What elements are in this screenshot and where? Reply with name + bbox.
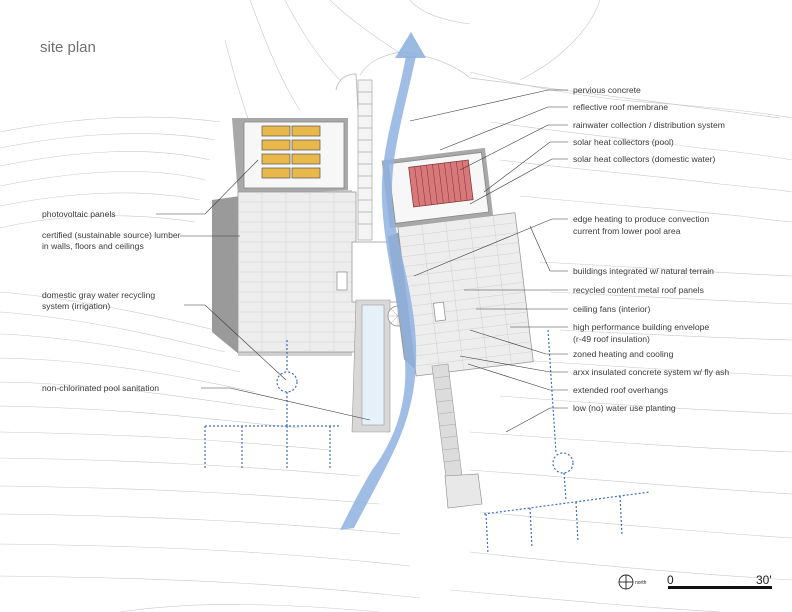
label-solar-pool: solar heat collectors (pool): [573, 137, 674, 147]
label-edge-heating-cont: current from lower pool area: [573, 226, 681, 236]
label-planting: low (no) water use planting: [573, 403, 676, 413]
label-envelope-cont: (r-49 roof insulation): [573, 334, 650, 344]
scale-bar: 0 30': [667, 573, 772, 589]
label-buildings-terrain: buildings integrated w/ natural terrain: [573, 266, 714, 276]
pool: [351, 299, 409, 433]
label-zoned-heating: zoned heating and cooling: [573, 349, 674, 359]
label-envelope: high performance building envelope: [573, 322, 709, 332]
label-gray-water: domestic gray water recycling: [42, 290, 155, 300]
label-certified-lumber-cont: in walls, floors and ceilings: [42, 241, 144, 251]
photovoltaic-array: [261, 125, 321, 179]
left-annotations: photovoltaic panels certified (sustainab…: [42, 209, 181, 393]
label-gray-water-cont: system (irrigation): [42, 301, 110, 311]
label-rainwater: rainwater collection / distribution syst…: [573, 120, 725, 130]
page-title: site plan: [40, 39, 96, 56]
right-leader-lines: [409, 89, 568, 433]
irrigation-system-left: [204, 340, 340, 470]
label-certified-lumber: certified (sustainable source) lumber: [42, 230, 181, 240]
left-leader-lines: [156, 159, 371, 421]
main-building: [212, 118, 357, 356]
label-pool-sanitation: non-chlorinated pool sanitation: [42, 383, 159, 393]
label-reflective-roof: reflective roof membrane: [573, 102, 668, 112]
lower-walkway: [431, 363, 483, 509]
north-arrow: north: [618, 574, 647, 590]
irrigation-system-right: [483, 329, 651, 555]
airflow-arrow: [340, 32, 426, 530]
label-solar-domestic: solar heat collectors (domestic water): [573, 154, 715, 164]
label-photovoltaic-panels: photovoltaic panels: [42, 209, 116, 219]
label-arxx: arxx insulated concrete system w/ fly as…: [573, 367, 729, 377]
scale-start-label: 0: [667, 573, 674, 587]
scale-end-label: 30': [756, 573, 772, 587]
label-recycled-roof: recycled content metal roof panels: [573, 285, 704, 295]
label-edge-heating: edge heating to produce convection: [573, 214, 709, 224]
north-label: north: [635, 580, 647, 586]
label-ceiling-fans: ceiling fans (interior): [573, 304, 651, 314]
label-pervious-concrete: pervious concrete: [573, 85, 641, 95]
right-annotations: pervious concrete reflective roof membra…: [573, 85, 729, 413]
label-overhangs: extended roof overhangs: [573, 385, 668, 395]
entry-stair: [357, 79, 373, 241]
